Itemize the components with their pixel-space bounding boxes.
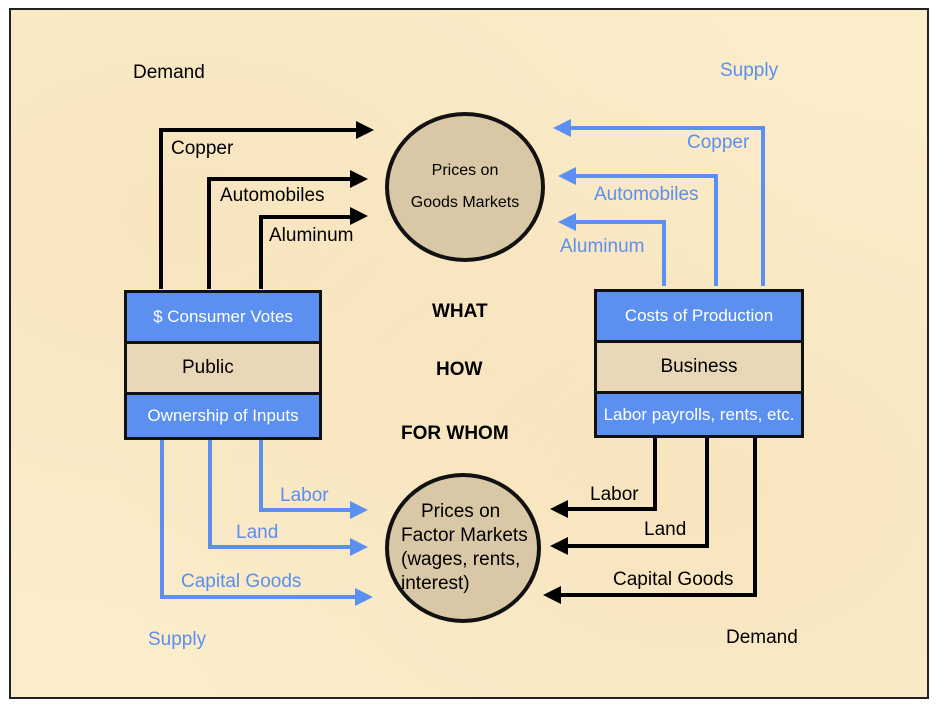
factor-demand-arrow-land <box>550 437 709 555</box>
factor-supply-label-land: Land <box>236 522 279 543</box>
arrowhead-icon <box>350 170 368 188</box>
arrowhead-icon <box>350 538 368 556</box>
factor-market-line4: interest) <box>401 573 470 594</box>
public-ownership-of-inputs: Ownership of Inputs <box>127 395 319 437</box>
arrowhead-icon <box>558 213 576 231</box>
question-for-whom: FOR WHOM <box>401 423 509 444</box>
goods-demand-arrow-aluminum <box>259 207 368 289</box>
factor-market-circle: Prices on Factor Markets (wages, rents, … <box>385 473 541 623</box>
factor-market-line1: Prices on <box>421 501 501 522</box>
factor-demand-arrow-capital-goods <box>543 437 757 604</box>
corner-label-demand-top: Demand <box>133 62 205 83</box>
factor-market-line3: (wages, rents, <box>401 549 521 570</box>
business-box: Costs of Production Business Labor payro… <box>594 289 804 438</box>
corner-label-demand-bottom: Demand <box>726 627 798 648</box>
arrowhead-icon <box>356 121 374 139</box>
arrowhead-icon <box>550 500 568 518</box>
public-label: Public <box>127 344 319 395</box>
business-label: Business <box>597 343 801 394</box>
arrowhead-icon <box>355 588 373 606</box>
question-how: HOW <box>436 359 483 380</box>
goods-demand-label-automobiles: Automobiles <box>220 185 325 206</box>
goods-supply-label-copper: Copper <box>687 132 750 153</box>
corner-label-supply-bottom: Supply <box>148 629 207 650</box>
goods-supply-label-automobiles: Automobiles <box>594 184 699 205</box>
goods-market-line1: Prices on <box>431 162 499 179</box>
factor-market-line2: Factor Markets <box>401 525 528 546</box>
public-consumer-votes: $ Consumer Votes <box>127 293 319 344</box>
factor-supply-label-capital-goods: Capital Goods <box>181 571 302 592</box>
factor-demand-arrow-labor <box>550 437 657 518</box>
goods-supply-arrow-copper <box>553 119 765 286</box>
factor-supply-arrow-land <box>208 440 368 556</box>
factor-demand-label-capital-goods: Capital Goods <box>613 569 734 590</box>
question-what: WHAT <box>432 301 488 322</box>
factor-supply-label-labor: Labor <box>280 485 329 506</box>
goods-demand-arrow-copper <box>159 121 374 289</box>
goods-demand-label-copper: Copper <box>171 138 234 159</box>
goods-market-line2: Goods Markets <box>410 194 520 211</box>
arrowhead-icon <box>350 501 368 519</box>
factor-supply-arrow-capital-goods <box>160 440 373 606</box>
public-box: $ Consumer Votes Public Ownership of Inp… <box>124 290 322 440</box>
business-costs-of-production: Costs of Production <box>597 292 801 343</box>
factor-supply-arrow-labor <box>259 440 368 519</box>
arrowhead-icon <box>553 119 571 137</box>
business-labor-payrolls: Labor payrolls, rents, etc. <box>597 394 801 435</box>
arrowhead-icon <box>543 586 561 604</box>
goods-supply-label-aluminum: Aluminum <box>560 236 645 257</box>
arrowhead-icon <box>558 167 576 185</box>
arrowhead-icon <box>350 207 368 225</box>
goods-demand-arrow-automobiles <box>207 170 368 289</box>
corner-label-supply-top: Supply <box>720 60 779 81</box>
arrowhead-icon <box>550 537 568 555</box>
goods-supply-arrow-automobiles <box>558 167 718 286</box>
factor-demand-label-land: Land <box>644 519 687 540</box>
factor-demand-label-labor: Labor <box>590 484 639 505</box>
goods-market-circle: Prices on Goods Markets <box>385 112 545 262</box>
goods-demand-label-aluminum: Aluminum <box>269 225 354 246</box>
goods-supply-arrow-aluminum <box>558 213 666 286</box>
